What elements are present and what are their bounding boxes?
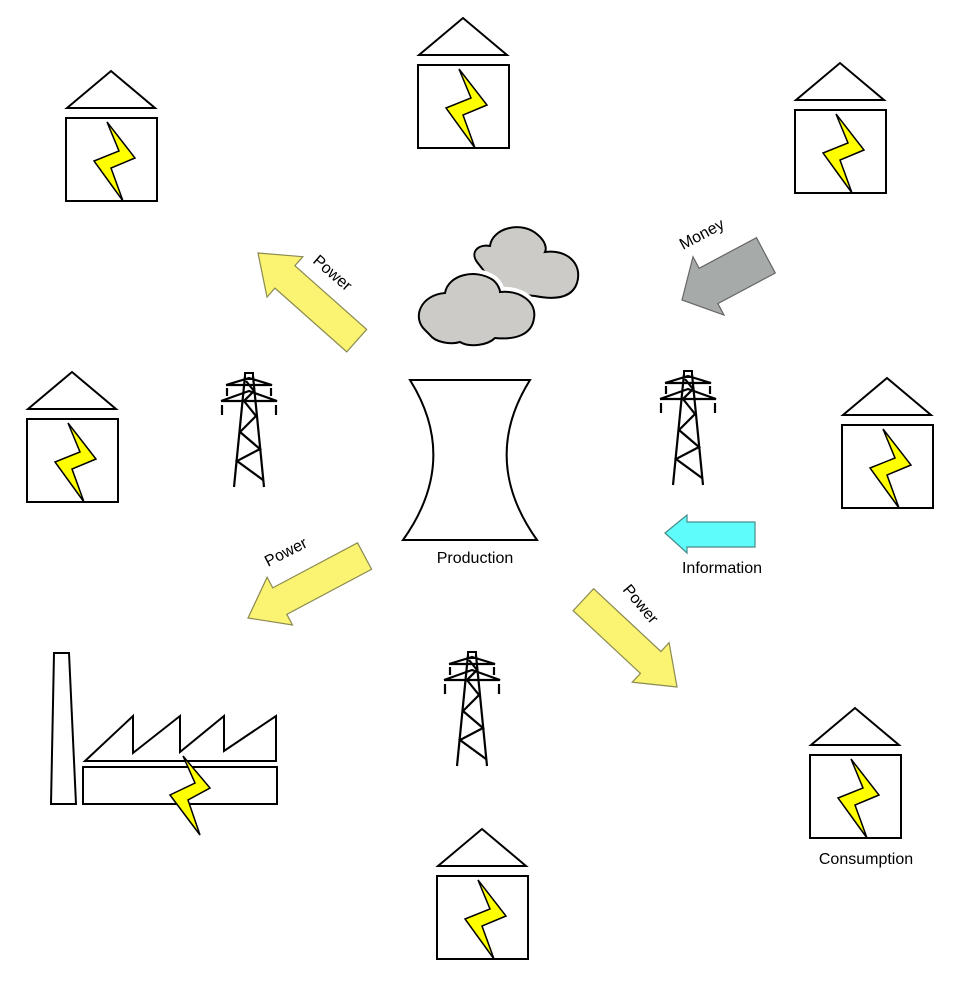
house-icon (794, 62, 887, 194)
cooling-tower-icon (401, 379, 539, 541)
production-label: Production (437, 550, 514, 567)
house-icon (809, 707, 902, 839)
power-arrow-bottom-right (572, 587, 678, 688)
house-icon (841, 377, 934, 509)
cloud-icon (413, 226, 580, 351)
power-pylon-icon (442, 650, 502, 768)
information-label: Information (682, 560, 762, 577)
power-arrow-left (247, 541, 373, 626)
money-label: Money (677, 216, 727, 254)
information-arrow (664, 513, 756, 555)
house-icon (65, 70, 158, 202)
house-icon (417, 17, 510, 149)
power-pylon-icon (219, 371, 279, 489)
house-icon (436, 828, 529, 960)
power-label-left: Power (262, 535, 311, 571)
power-pylon-icon (658, 369, 718, 487)
house-icon (26, 371, 119, 503)
factory-icon (49, 652, 278, 836)
consumption-label: Consumption (819, 851, 913, 868)
power-arrow-top-left (257, 252, 368, 353)
money-arrow (681, 236, 777, 317)
